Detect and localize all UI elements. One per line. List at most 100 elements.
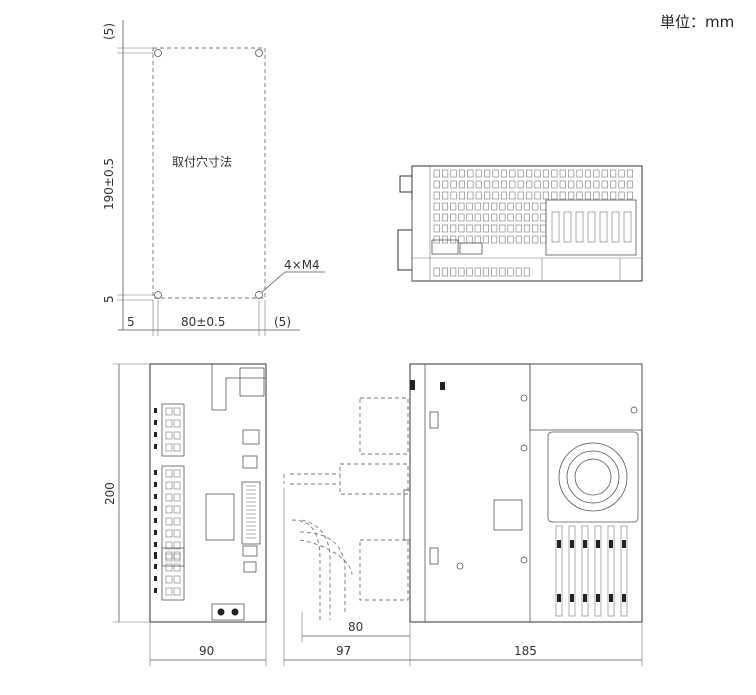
vent-slot (499, 202, 506, 211)
vent-slot (523, 213, 531, 222)
vent-slot (517, 191, 524, 200)
side-dim-connector: 97 (336, 644, 351, 658)
top-view-body (411, 165, 643, 282)
vent-slot (584, 180, 592, 189)
vent-slot (441, 213, 449, 222)
front-view-display (239, 367, 265, 397)
vent-slot (475, 191, 482, 200)
front-dim-height: 200 (103, 482, 117, 505)
mounting-hole (255, 49, 263, 57)
side-view-plug (339, 463, 409, 495)
vent-slot (450, 224, 457, 233)
vent-slot (458, 224, 465, 233)
side-view-body (409, 363, 643, 623)
top-view-tab (399, 175, 413, 193)
vent-slot (576, 169, 583, 178)
vent-slot (517, 180, 524, 189)
vent-slot (507, 235, 514, 244)
vent-slot (466, 224, 473, 233)
front-view-port (243, 561, 257, 573)
dim-mount-width: 80±0.5 (181, 315, 225, 329)
vent-slot (499, 235, 506, 244)
vent-slot (542, 180, 550, 189)
vent-slot (450, 169, 457, 178)
vent-slot (601, 191, 608, 200)
vent-slot (534, 191, 541, 200)
vent-slot (610, 180, 617, 189)
front-view-top-step (211, 364, 266, 411)
vent-slot (568, 169, 575, 178)
vent-slot (441, 235, 449, 244)
vent-slot (482, 213, 490, 222)
vent-slot (433, 180, 440, 189)
vent-slot (433, 267, 440, 277)
vent-slot (584, 169, 592, 178)
vent-slot (532, 224, 539, 233)
vent-slot (466, 202, 473, 211)
vent-slot (482, 267, 490, 277)
dim-right-margin: (5) (274, 315, 291, 329)
side-view-connector-outline (359, 539, 409, 601)
dim-mount-height: 190±0.5 (102, 158, 116, 210)
side-view-heatsink-fins (555, 525, 628, 617)
vent-slot (584, 191, 592, 200)
vent-slot (542, 191, 550, 200)
vent-slot (515, 202, 522, 211)
vent-slot (507, 202, 514, 211)
mounting-hole-diagram: 取付穴寸法 4×M4 (5) 190±0.5 5 5 80±0.5 (5) (102, 20, 325, 336)
vent-slot (576, 180, 583, 189)
vent-slot (482, 224, 490, 233)
front-view-body (149, 363, 267, 623)
vent-slot (433, 224, 440, 233)
vent-slot (626, 191, 634, 200)
vent-slot (526, 180, 533, 189)
vent-slot (532, 202, 539, 211)
mounting-title: 取付穴寸法 (172, 154, 232, 169)
vent-slot (526, 191, 533, 200)
vent-slot (534, 180, 541, 189)
ground-screw (231, 608, 239, 616)
vent-slot (450, 235, 457, 244)
vent-slot (500, 169, 508, 178)
fin (551, 211, 560, 243)
vent-slot (450, 267, 457, 277)
side-view-top-block (529, 363, 643, 431)
terminal-block (161, 465, 185, 567)
vent-slot (515, 235, 522, 244)
vent-slot (523, 235, 531, 244)
vent-slot (515, 213, 522, 222)
vent-slot (441, 202, 449, 211)
vent-slot (458, 180, 466, 189)
side-dim-depth: 185 (514, 644, 537, 658)
mounting-hole (154, 291, 162, 299)
side-dim-cable: 80 (348, 620, 363, 634)
vent-slot (433, 169, 440, 178)
vent-slot (492, 191, 499, 200)
vent-slot (474, 267, 481, 277)
vent-slot (618, 169, 625, 178)
vent-slot (458, 169, 466, 178)
side-view: 80 97 185 (283, 363, 643, 666)
vent-slot (450, 213, 457, 222)
front-view-io-connector (241, 481, 261, 545)
vent-slot (568, 180, 575, 189)
fin (581, 525, 589, 617)
terminal-block (161, 547, 185, 601)
vent-slot (610, 169, 617, 178)
fin (620, 525, 628, 617)
vent-slot (526, 169, 533, 178)
vent-slot (532, 213, 539, 222)
vent-slot (458, 202, 465, 211)
vent-slot (433, 202, 440, 211)
fin (623, 211, 632, 243)
vent-slot (458, 267, 465, 277)
front-view-label-area (205, 493, 235, 541)
vent-slot (542, 169, 550, 178)
vent-slot (492, 180, 499, 189)
vent-slot (568, 191, 575, 200)
top-view-fins (551, 211, 632, 243)
vent-slot (491, 235, 498, 244)
vent-slot (593, 169, 600, 178)
vent-slot (618, 180, 625, 189)
vent-slot (551, 169, 558, 178)
